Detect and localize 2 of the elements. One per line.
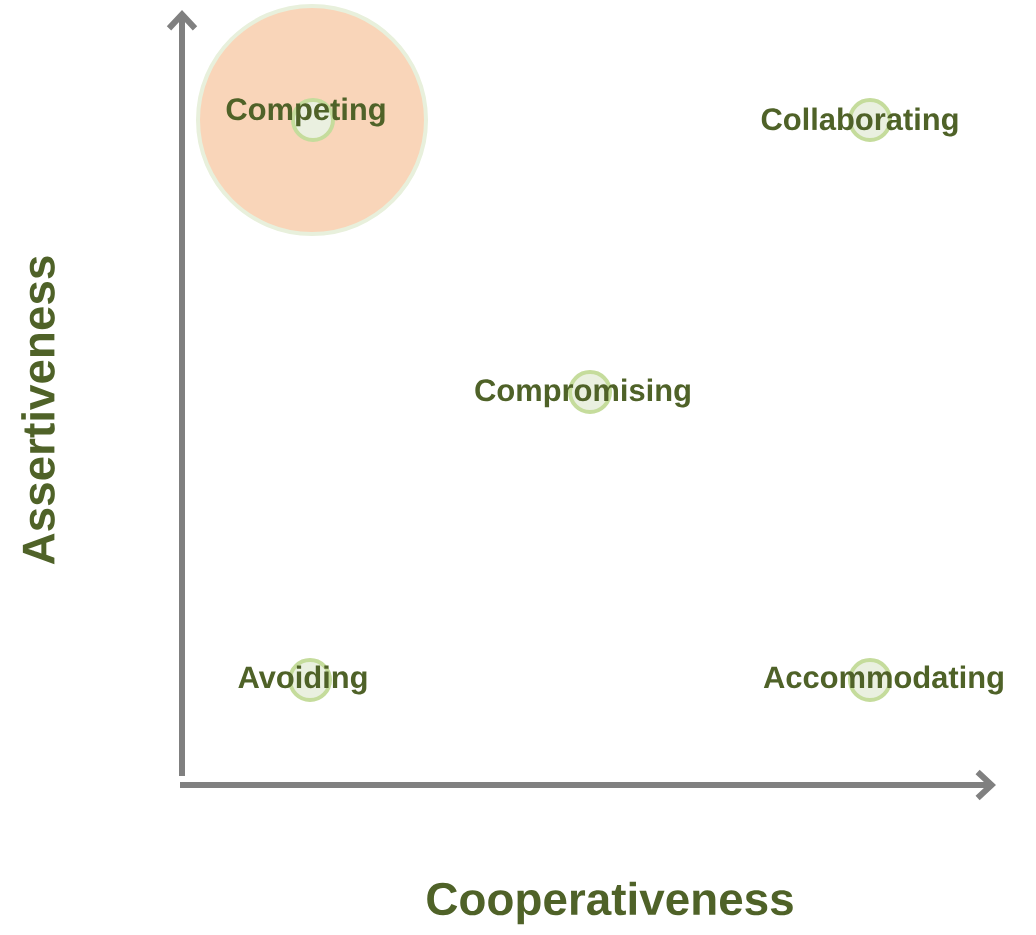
axis-title: Cooperativeness: [427, 881, 793, 925]
axis-title: Assertiveness: [21, 256, 55, 565]
